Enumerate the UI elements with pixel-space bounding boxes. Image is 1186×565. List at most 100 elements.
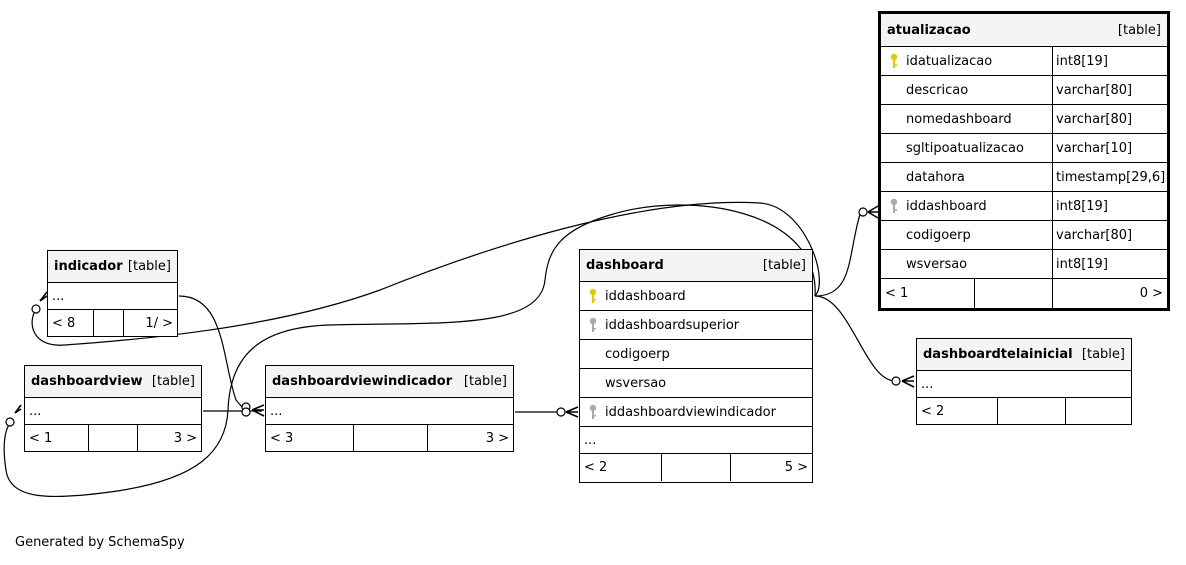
edge-end-circle bbox=[556, 407, 566, 417]
more-columns-row[interactable]: ... bbox=[917, 371, 1131, 398]
table-header[interactable]: dashboardviewindicador [table] bbox=[266, 366, 513, 398]
key-icon-yellow bbox=[589, 288, 597, 303]
column-type: varchar[80] bbox=[1056, 111, 1133, 127]
column-name: wsversao bbox=[605, 375, 667, 391]
column-name: iddashboard bbox=[605, 288, 686, 304]
rows-count bbox=[975, 279, 1053, 308]
column-row[interactable]: iddashboardsuperior bbox=[580, 311, 812, 340]
table-header[interactable]: indicador [table] bbox=[48, 251, 177, 283]
children-count[interactable]: 3 > bbox=[485, 430, 509, 446]
column-row[interactable]: nomedashboard varchar[80] bbox=[881, 105, 1167, 134]
parents-count[interactable]: < 2 bbox=[580, 454, 662, 481]
table-dashboardviewindicador[interactable]: dashboardviewindicador [table] ... < 3 3… bbox=[265, 365, 514, 452]
table-atualizacao[interactable]: atualizacao [table] idatualizacao int8[1… bbox=[878, 11, 1170, 311]
edge-dashboard-atualizacao bbox=[814, 211, 863, 297]
key-icon-gray bbox=[589, 404, 597, 419]
rows-count bbox=[662, 454, 731, 481]
table-dashboard[interactable]: dashboard [table] iddashboard iddashboar… bbox=[579, 249, 813, 483]
column-row[interactable]: wsversao int8[19] bbox=[881, 250, 1167, 279]
crowfoot bbox=[901, 375, 915, 388]
column-row[interactable]: wsversao bbox=[580, 369, 812, 398]
table-name: indicador bbox=[54, 259, 123, 274]
key-icon-yellow bbox=[890, 53, 898, 68]
more-columns-row[interactable]: ... bbox=[48, 283, 177, 310]
generated-by-label: Generated by SchemaSpy bbox=[15, 535, 185, 550]
crowfoot bbox=[39, 291, 48, 302]
column-row[interactable]: iddashboardviewindicador bbox=[580, 398, 812, 427]
children-count[interactable]: 3 > bbox=[173, 430, 197, 446]
column-type: int8[19] bbox=[1056, 53, 1108, 69]
table-header[interactable]: dashboard [table] bbox=[580, 250, 812, 282]
table-footer: < 2 bbox=[917, 398, 1131, 424]
parents-count[interactable]: < 1 bbox=[881, 279, 975, 308]
table-type: [table] bbox=[1081, 347, 1125, 362]
crowfoot bbox=[251, 404, 265, 417]
column-name: iddashboard bbox=[906, 198, 987, 214]
more-columns: ... bbox=[921, 376, 934, 392]
column-type: int8[19] bbox=[1056, 198, 1108, 214]
more-columns-row[interactable]: ... bbox=[580, 427, 812, 454]
column-row[interactable]: iddashboard int8[19] bbox=[881, 192, 1167, 221]
column-row[interactable]: codigoerp varchar[80] bbox=[881, 221, 1167, 250]
more-columns: ... bbox=[584, 432, 597, 448]
parents-count[interactable]: < 2 bbox=[917, 398, 998, 424]
column-name: descricao bbox=[906, 82, 969, 98]
table-dashboardtelainicial[interactable]: dashboardtelainicial [table] ... < 2 bbox=[916, 338, 1132, 425]
column-row[interactable]: codigoerp bbox=[580, 340, 812, 369]
column-row[interactable]: descricao varchar[80] bbox=[881, 76, 1167, 105]
table-dashboardview[interactable]: dashboardview [table] ... < 1 3 > bbox=[24, 365, 202, 452]
table-indicador[interactable]: indicador [table] ... < 8 1/ > bbox=[47, 250, 178, 337]
more-columns-row[interactable]: ... bbox=[25, 398, 201, 425]
edge-end-circle bbox=[891, 376, 901, 386]
crowfoot bbox=[565, 406, 579, 418]
column-name: nomedashboard bbox=[906, 111, 1012, 127]
parents-count[interactable]: < 3 bbox=[266, 425, 354, 451]
table-footer: < 1 0 > bbox=[881, 279, 1167, 308]
table-name: atualizacao bbox=[887, 22, 971, 38]
children-count[interactable]: 5 > bbox=[784, 460, 808, 475]
children-count[interactable] bbox=[1066, 398, 1131, 424]
more-columns-row[interactable]: ... bbox=[266, 398, 513, 425]
edge-indicador-dashboardviewindicador bbox=[178, 295, 243, 408]
column-row[interactable]: datahora timestamp[29,6] bbox=[881, 163, 1167, 192]
edge-end-circle bbox=[241, 407, 251, 417]
table-header[interactable]: dashboardtelainicial [table] bbox=[917, 339, 1131, 371]
more-columns: ... bbox=[29, 403, 42, 419]
table-footer: < 2 5 > bbox=[580, 454, 812, 481]
column-row[interactable]: idatualizacao int8[19] bbox=[881, 47, 1167, 76]
table-name: dashboardviewindicador bbox=[272, 374, 453, 389]
parents-count[interactable]: < 8 bbox=[48, 310, 94, 336]
column-type: int8[19] bbox=[1056, 256, 1108, 272]
rows-count bbox=[94, 310, 124, 336]
column-name: datahora bbox=[906, 169, 965, 185]
table-name: dashboard bbox=[586, 258, 664, 273]
children-count[interactable]: 0 > bbox=[1139, 286, 1163, 301]
more-columns: ... bbox=[270, 403, 283, 419]
column-row[interactable]: sgltipoatualizacao varchar[10] bbox=[881, 134, 1167, 163]
column-type: varchar[80] bbox=[1056, 82, 1133, 98]
children-count[interactable]: 1/ > bbox=[145, 315, 173, 331]
more-columns: ... bbox=[52, 288, 65, 304]
rows-count bbox=[89, 425, 138, 451]
column-type: varchar[80] bbox=[1056, 227, 1133, 243]
table-name: dashboardview bbox=[31, 374, 143, 389]
table-header[interactable]: dashboardview [table] bbox=[25, 366, 201, 398]
table-type: [table] bbox=[762, 258, 806, 273]
edge-dashboard-indicador bbox=[31, 201, 820, 346]
key-icon-gray bbox=[589, 317, 597, 332]
table-header[interactable]: atualizacao [table] bbox=[881, 14, 1167, 47]
column-name: sgltipoatualizacao bbox=[906, 140, 1024, 156]
edge-dashboard-dashboardview bbox=[3, 204, 816, 498]
rows-count bbox=[354, 425, 428, 451]
table-name: dashboardtelainicial bbox=[923, 347, 1073, 362]
key-icon-gray bbox=[890, 198, 898, 213]
column-name: idatualizacao bbox=[906, 53, 993, 69]
column-row[interactable]: iddashboard bbox=[580, 282, 812, 311]
column-name: wsversao bbox=[906, 256, 968, 272]
column-name: codigoerp bbox=[906, 227, 971, 243]
table-type: [table] bbox=[127, 259, 171, 274]
crowfoot bbox=[14, 404, 22, 414]
rows-count bbox=[998, 398, 1066, 424]
parents-count[interactable]: < 1 bbox=[25, 425, 89, 451]
